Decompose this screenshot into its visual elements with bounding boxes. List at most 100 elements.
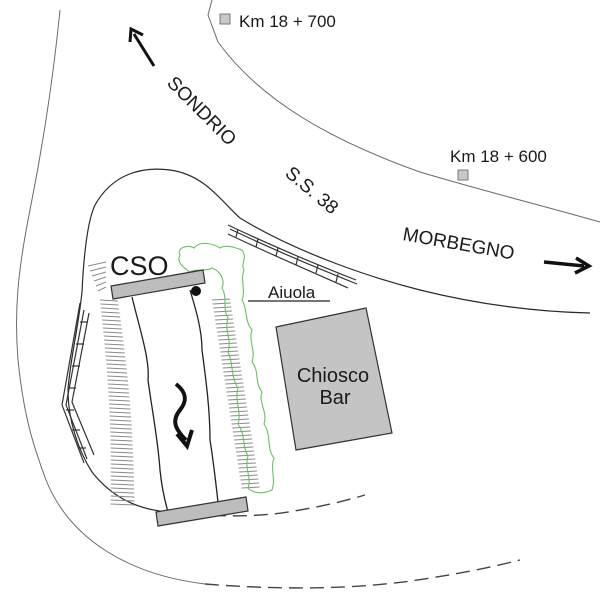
hatch-line [230,418,249,421]
road-edge-south-dashed [204,559,521,589]
hatch-line [227,394,246,397]
hatch-line [104,343,124,346]
hatch-line [235,450,255,453]
road-name-label: S.S. 38 [281,163,342,219]
hatch-line [109,419,132,422]
arrow-right-icon [543,256,593,275]
embankment-hatch-left [87,261,135,506]
hatch-line [217,334,236,337]
hatch-line [224,378,243,381]
hatch-line [110,475,134,478]
hatch-line [110,471,134,474]
bridge-south [155,496,249,527]
hatch-line [110,459,134,462]
rail-post [235,228,239,238]
hatch-line [105,359,126,362]
hatch-line [218,338,237,341]
guard-rail-west [61,302,95,464]
hatch-line [108,387,129,390]
hatch-line [216,326,235,329]
hatch-line [95,281,107,287]
hatch-line [214,314,233,317]
outfall-dot-icon [191,286,201,296]
hatch-line [225,382,244,385]
hatch-line [110,463,134,466]
hatch-line [97,286,107,292]
morbegno-label: MORBEGNO [401,224,516,264]
hatch-line [232,426,251,429]
hatch-line [211,298,231,301]
kiosk-label-line2: Bar [319,387,350,409]
hatch-line [102,327,122,330]
hatch-line [110,431,133,434]
hatch-line [110,479,135,482]
hatch-line [110,435,133,438]
hatch-line [215,322,234,325]
hatch-line [102,319,121,322]
hatch-line [89,266,107,272]
rail-post [275,247,279,257]
hatch-line [110,503,135,506]
cso-label: CSO [110,251,169,281]
hatch-line [231,422,250,425]
hatch-line [109,407,131,410]
hatch-line [102,323,122,326]
hatch-line [99,299,119,302]
hatch-line [106,367,127,370]
hatch-line [110,443,133,446]
hatch-line [110,455,134,458]
hatch-line [212,302,231,305]
hatch-line [109,403,131,406]
hatch-line [103,335,123,338]
hatch-line [108,395,130,398]
hatch-line [87,261,107,267]
rail-post [315,264,319,274]
hatch-line [106,363,127,366]
hatch-line [217,330,236,333]
hatch-line [109,423,132,426]
hatch-line [213,310,232,313]
hatch-line [110,447,133,450]
hatch-line [104,347,125,350]
wavy-flow-arrow-icon [173,382,194,451]
hatch-line [110,467,134,470]
bridge-cso [110,269,206,300]
km-north-square-marker-icon [219,13,231,25]
hatch-line [110,487,135,490]
hatch-line [110,491,135,494]
hatch-line [110,495,135,498]
kiosk-label-line1: Chiosco [297,365,369,387]
road-edge-inner [81,168,591,314]
hatch-line [110,451,134,454]
channel-edge-right [189,289,219,503]
sondrio-label: SONDRIO [162,73,240,151]
guard-rail-east [227,224,358,289]
rail-post [335,273,339,283]
hatch-line [213,306,232,309]
hatch-line [100,303,119,306]
hatch-line [110,499,135,502]
km-east-label: Km 18 + 600 [450,147,547,166]
hatch-line [108,399,130,402]
hatch-line [108,391,130,394]
hatch-line [110,483,135,486]
rail-post [255,238,259,248]
hatch-line [241,482,260,485]
hatch-line [220,350,239,353]
arrow-up-left-icon [128,26,156,67]
rail-post [295,256,299,266]
km-east-square-marker-icon [457,169,469,181]
hatch-line [103,331,123,334]
hatch-line [106,371,128,374]
hatch-line [101,311,120,314]
hatch-line [236,454,255,457]
hatch-line [101,315,121,318]
km-north-label: Km 18 + 700 [239,12,336,31]
road-edge-north [207,0,600,223]
hatch-line [107,375,128,378]
flowerbed-label: Aiuola [268,283,316,302]
flowerbed-outline [178,242,275,494]
hatch-line [93,276,107,282]
bank-edge-left [67,291,171,513]
